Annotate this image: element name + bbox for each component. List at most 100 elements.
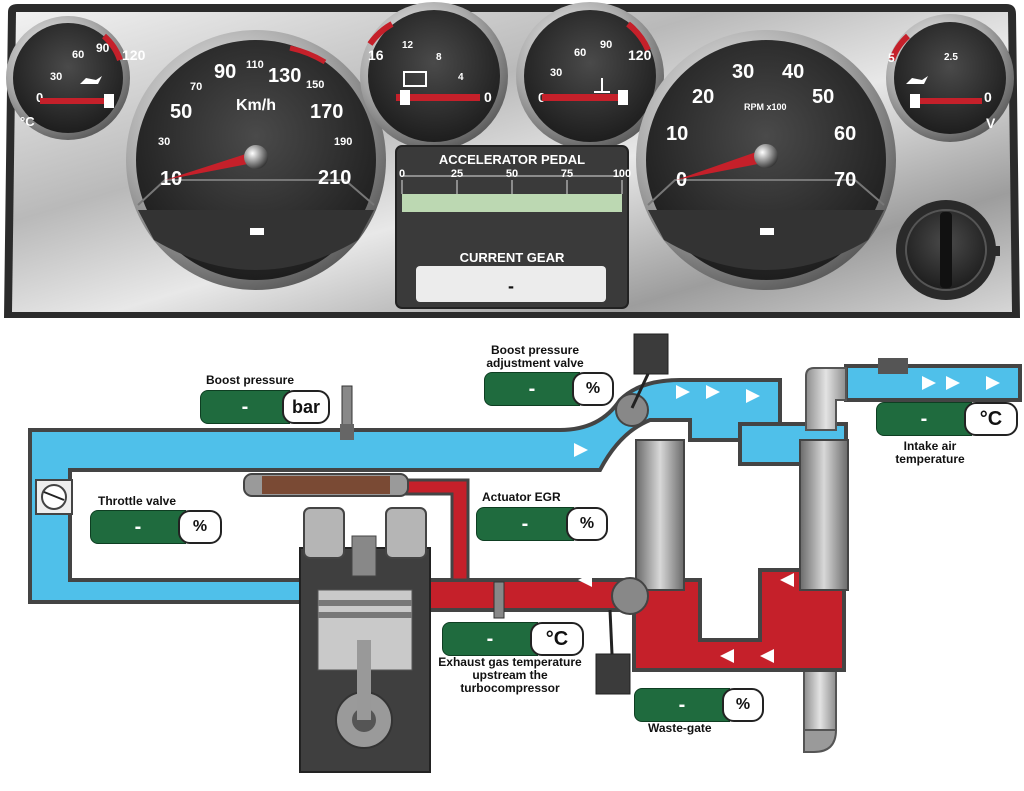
turbocharger [611,393,849,615]
boost-pressure-value: - [200,390,290,424]
throttle-readout: - % [90,510,222,544]
boost-valve-actuator [630,333,669,409]
wastegate-label: Waste-gate [648,721,712,735]
exhaust-temp-readout: - °C [442,622,584,656]
center-panel [395,145,629,309]
coolant-temperature-gauge: 0 30 60 90 120 [516,2,664,150]
oil-temp-tick-90: 90 [96,41,110,55]
throttle-valve-label: Throttle valve [98,494,177,508]
oil-temperature-gauge: 0 30 60 90 120 °C [6,16,146,140]
rotary-knob[interactable] [896,200,1000,300]
oil-pressure-tick-0: 0 [984,89,992,105]
current-gear-title: CURRENT GEAR [459,250,565,265]
oil-pressure-unit: V [986,115,996,131]
tachometer: 0 10 20 30 40 50 60 70 RPM x100 [636,30,896,290]
wastegate-value: - [634,688,730,722]
speed-tick-210: 210 [318,167,351,189]
exhaust-temp-value: - [442,622,538,656]
oil-temp-unit: °C [20,114,35,129]
boost-valve-readout: - % [484,372,614,406]
intake-air-readout: - °C [876,402,1018,436]
speed-tick-30: 30 [158,136,170,148]
exhaust-temp-label-line1: Exhaust gas temperature [438,655,582,669]
boost-valve-label: Boost pressure adjustment valve [480,344,590,370]
intake-air-label-line2: temperature [895,452,965,466]
rpm-unit: RPM x100 [744,102,787,112]
engine-cylinder [299,507,431,773]
rpm-tick-20: 20 [692,86,714,108]
boost-pressure-unit: bar [282,390,330,424]
coolant-tick-0: 0 [538,90,545,105]
boost-valve-label-line2: adjustment valve [486,356,584,370]
accelerator-tick-label: 25 [450,168,464,180]
coolant-tick-120: 120 [628,47,652,63]
wastegate-unit: % [722,688,764,722]
speed-readout [250,228,264,235]
oil-temp-tick-30: 30 [50,71,62,83]
egr-unit: % [566,507,608,541]
intake-air-unit: °C [964,402,1018,436]
throttle-valve-body [35,479,73,515]
speed-tick-130: 130 [268,65,301,87]
throttle-unit: % [178,510,222,544]
exhaust-temp-label: Exhaust gas temperature upstream the tur… [434,656,586,695]
oil-temp-tick-0: 0 [36,90,43,105]
speed-tick-190: 190 [334,136,352,148]
rpm-tick-50: 50 [812,86,834,108]
rpm-tick-40: 40 [782,61,804,83]
egr-cooler [243,473,409,497]
battery-tick-4: 4 [458,72,464,83]
intake-temperature-sensor [878,358,908,374]
rpm-tick-10: 10 [666,123,688,145]
coolant-tick-30: 30 [550,67,562,79]
wastegate-actuator [595,609,631,695]
intake-air-value: - [876,402,972,436]
rpm-tick-60: 60 [834,123,856,145]
speedometer: 10 30 50 70 90 110 130 150 170 190 210 K… [126,30,386,290]
boost-valve-label-line1: Boost pressure [490,343,580,357]
speed-tick-90: 90 [214,61,236,83]
accelerator-tick-label: 50 [505,168,519,180]
exhaust-temp-unit: °C [530,622,584,656]
battery-tick-0: 0 [484,89,492,105]
wastegate-readout: - % [634,688,764,722]
battery-gauge: 16 12 8 4 0 [360,2,508,150]
intake-air-label: Intake air temperature [880,440,980,466]
speed-unit: Km/h [236,97,276,114]
intake-air-label-line1: Intake air [903,439,957,453]
oil-can-icon [906,76,928,84]
boost-pressure-readout: - bar [200,390,330,424]
battery-tick-16: 16 [368,47,384,63]
throttle-value: - [90,510,186,544]
battery-tick-12: 12 [402,40,414,51]
coolant-tick-60: 60 [574,47,586,59]
boost-pressure-label: Boost pressure [206,373,295,387]
rpm-tick-0: 0 [676,169,687,191]
egr-readout: - % [476,507,608,541]
oil-temp-tick-60: 60 [72,49,84,61]
speed-tick-110: 110 [246,59,264,71]
exhaust-temp-label-line2: upstream the [472,668,548,682]
speed-tick-170: 170 [310,101,343,123]
battery-tick-8: 8 [436,52,442,63]
speed-readout-value: - [257,222,259,223]
boost-valve-value: - [484,372,580,406]
speed-tick-150: 150 [306,79,324,91]
rpm-readout [760,228,774,235]
speed-tick-10: 10 [160,168,182,190]
exhaust-temperature-sensor [493,581,505,619]
oil-pressure-tick-2-5: 2.5 [944,52,958,63]
accelerator-bar-track [402,194,622,212]
egr-value: - [476,507,574,541]
oil-pressure-tick-5: 5 [888,51,895,65]
accelerator-pedal-title: ACCELERATOR PEDAL [438,152,586,167]
coolant-tick-90: 90 [600,39,612,51]
accelerator-tick-label: 75 [560,168,574,180]
exhaust-temp-label-line3: turbocompressor [460,681,560,695]
oil-temp-tick-120: 120 [122,47,146,63]
boost-valve-unit: % [572,372,614,406]
rpm-readout-value: - [767,222,769,223]
battery-icon [403,71,427,87]
accelerator-tick-label: 100 [612,168,632,180]
